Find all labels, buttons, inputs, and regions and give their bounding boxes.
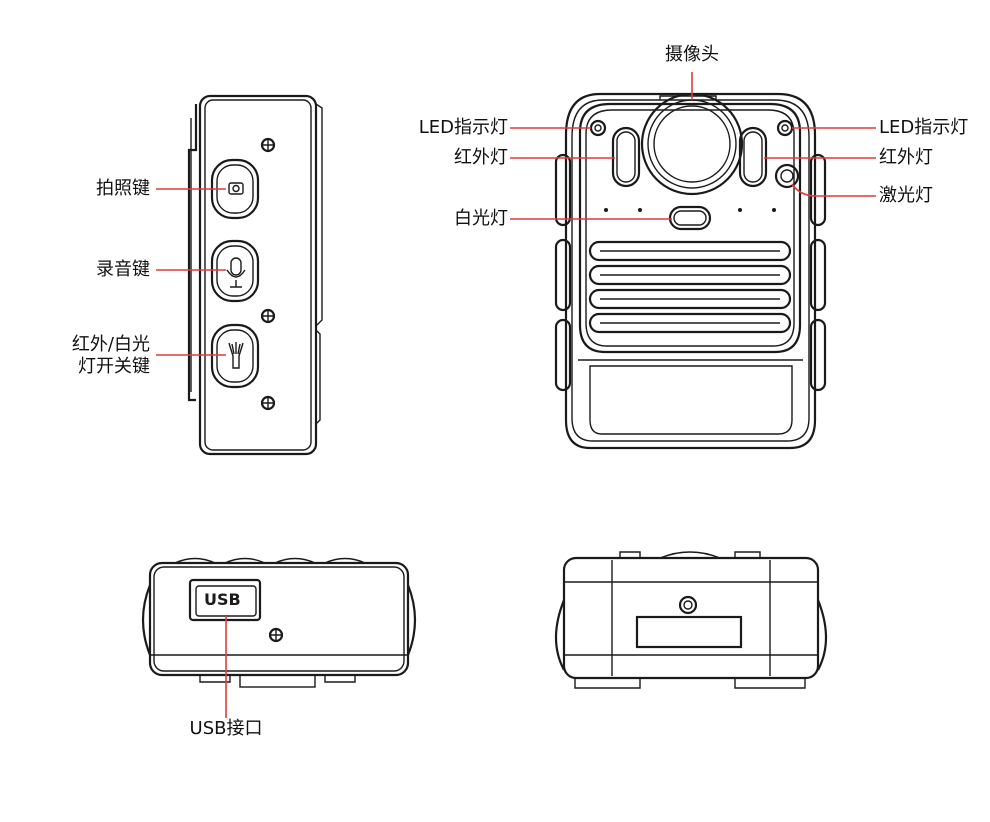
bottom-view-usb [141,557,417,688]
label-laser: 激光灯 [879,185,933,206]
callout-lines [156,72,876,718]
camera-lens [640,92,744,196]
label-led-indicator-left: LED指示灯 [418,117,508,138]
record-button [210,239,260,303]
label-usb-port: USB接口 [189,718,263,739]
label-light-switch-key-line2: 灯开关键 [78,356,150,377]
top-view [554,551,828,689]
label-photo-key: 拍照键 [96,178,150,199]
label-record-key: 录音键 [96,259,150,280]
usb-port [188,578,262,622]
front-view [554,92,827,450]
light-switch-button [210,323,260,389]
label-white-light: 白光灯 [454,208,508,229]
label-camera: 摄像头 [665,44,719,65]
usb-badge-text: USB [204,590,241,609]
label-led-indicator-right: LED指示灯 [879,117,969,138]
label-infrared-right: 红外灯 [879,147,933,168]
label-infrared-left: 红外灯 [454,147,508,168]
label-light-switch-key-line1: 红外/白光 [71,334,150,355]
side-view [187,94,323,456]
